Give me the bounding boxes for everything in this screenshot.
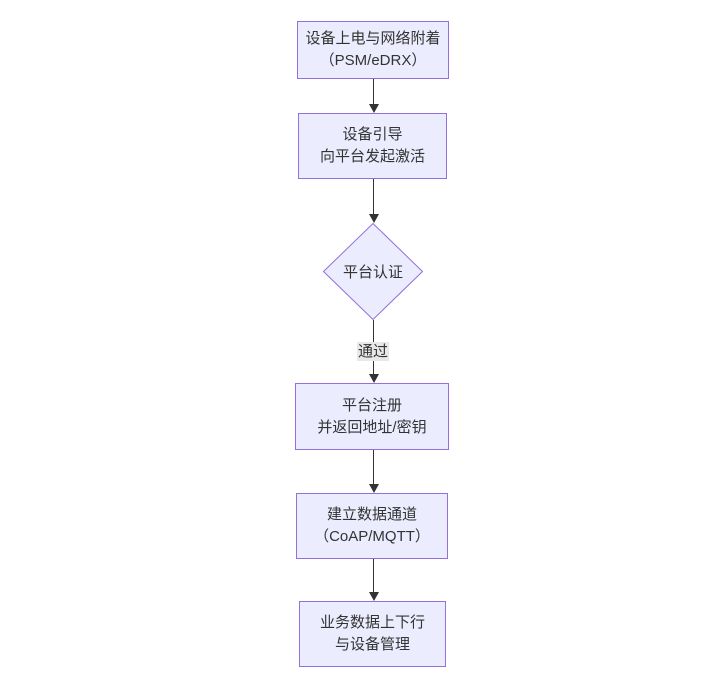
- node-business-ops-line1: 业务数据上下行: [319, 614, 425, 631]
- node-power-attach: 设备上电与网络附着 （PSM/eDRX）: [297, 21, 449, 79]
- arrow-register-to-channel: [368, 450, 379, 493]
- edge-label-pass: 通过: [356, 342, 390, 361]
- arrowhead-down-icon: [368, 374, 379, 383]
- node-bootstrap-line2: 向平台发起激活: [319, 148, 425, 165]
- arrow-shaft: [373, 79, 374, 104]
- node-platform-auth: 平台认证: [323, 223, 423, 320]
- diamond-shape: [323, 223, 423, 320]
- arrow-shaft: [373, 179, 374, 214]
- node-bootstrap: 设备引导 向平台发起激活: [298, 113, 447, 179]
- node-power-attach-line1: 设备上电与网络附着: [305, 30, 441, 47]
- node-data-channel-line2: （CoAP/MQTT）: [314, 528, 430, 545]
- node-business-ops: 业务数据上下行 与设备管理: [299, 601, 446, 667]
- arrow-boot-to-auth: [368, 179, 379, 223]
- node-power-attach-line2: （PSM/eDRX）: [319, 52, 427, 69]
- node-platform-register-line1: 平台注册: [341, 396, 402, 414]
- arrowhead-down-icon: [368, 214, 379, 223]
- arrow-power-to-boot: [368, 79, 379, 113]
- arrowhead-down-icon: [368, 484, 379, 493]
- arrow-shaft: [373, 450, 374, 484]
- node-platform-register-line2: 并返回地址/密钥: [317, 418, 427, 436]
- node-data-channel: 建立数据通道 （CoAP/MQTT）: [296, 493, 448, 559]
- node-platform-register: 平台注册 并返回地址/密钥: [295, 383, 449, 450]
- arrow-channel-to-business: [368, 559, 379, 601]
- node-data-channel-line1: 建立数据通道: [326, 506, 417, 523]
- node-bootstrap-line1: 设备引导: [342, 126, 403, 143]
- arrow-shaft: [373, 559, 374, 592]
- arrowhead-down-icon: [368, 592, 379, 601]
- arrowhead-down-icon: [368, 104, 379, 113]
- node-platform-auth-label: 平台认证: [342, 264, 403, 281]
- node-business-ops-line2: 与设备管理: [334, 636, 410, 653]
